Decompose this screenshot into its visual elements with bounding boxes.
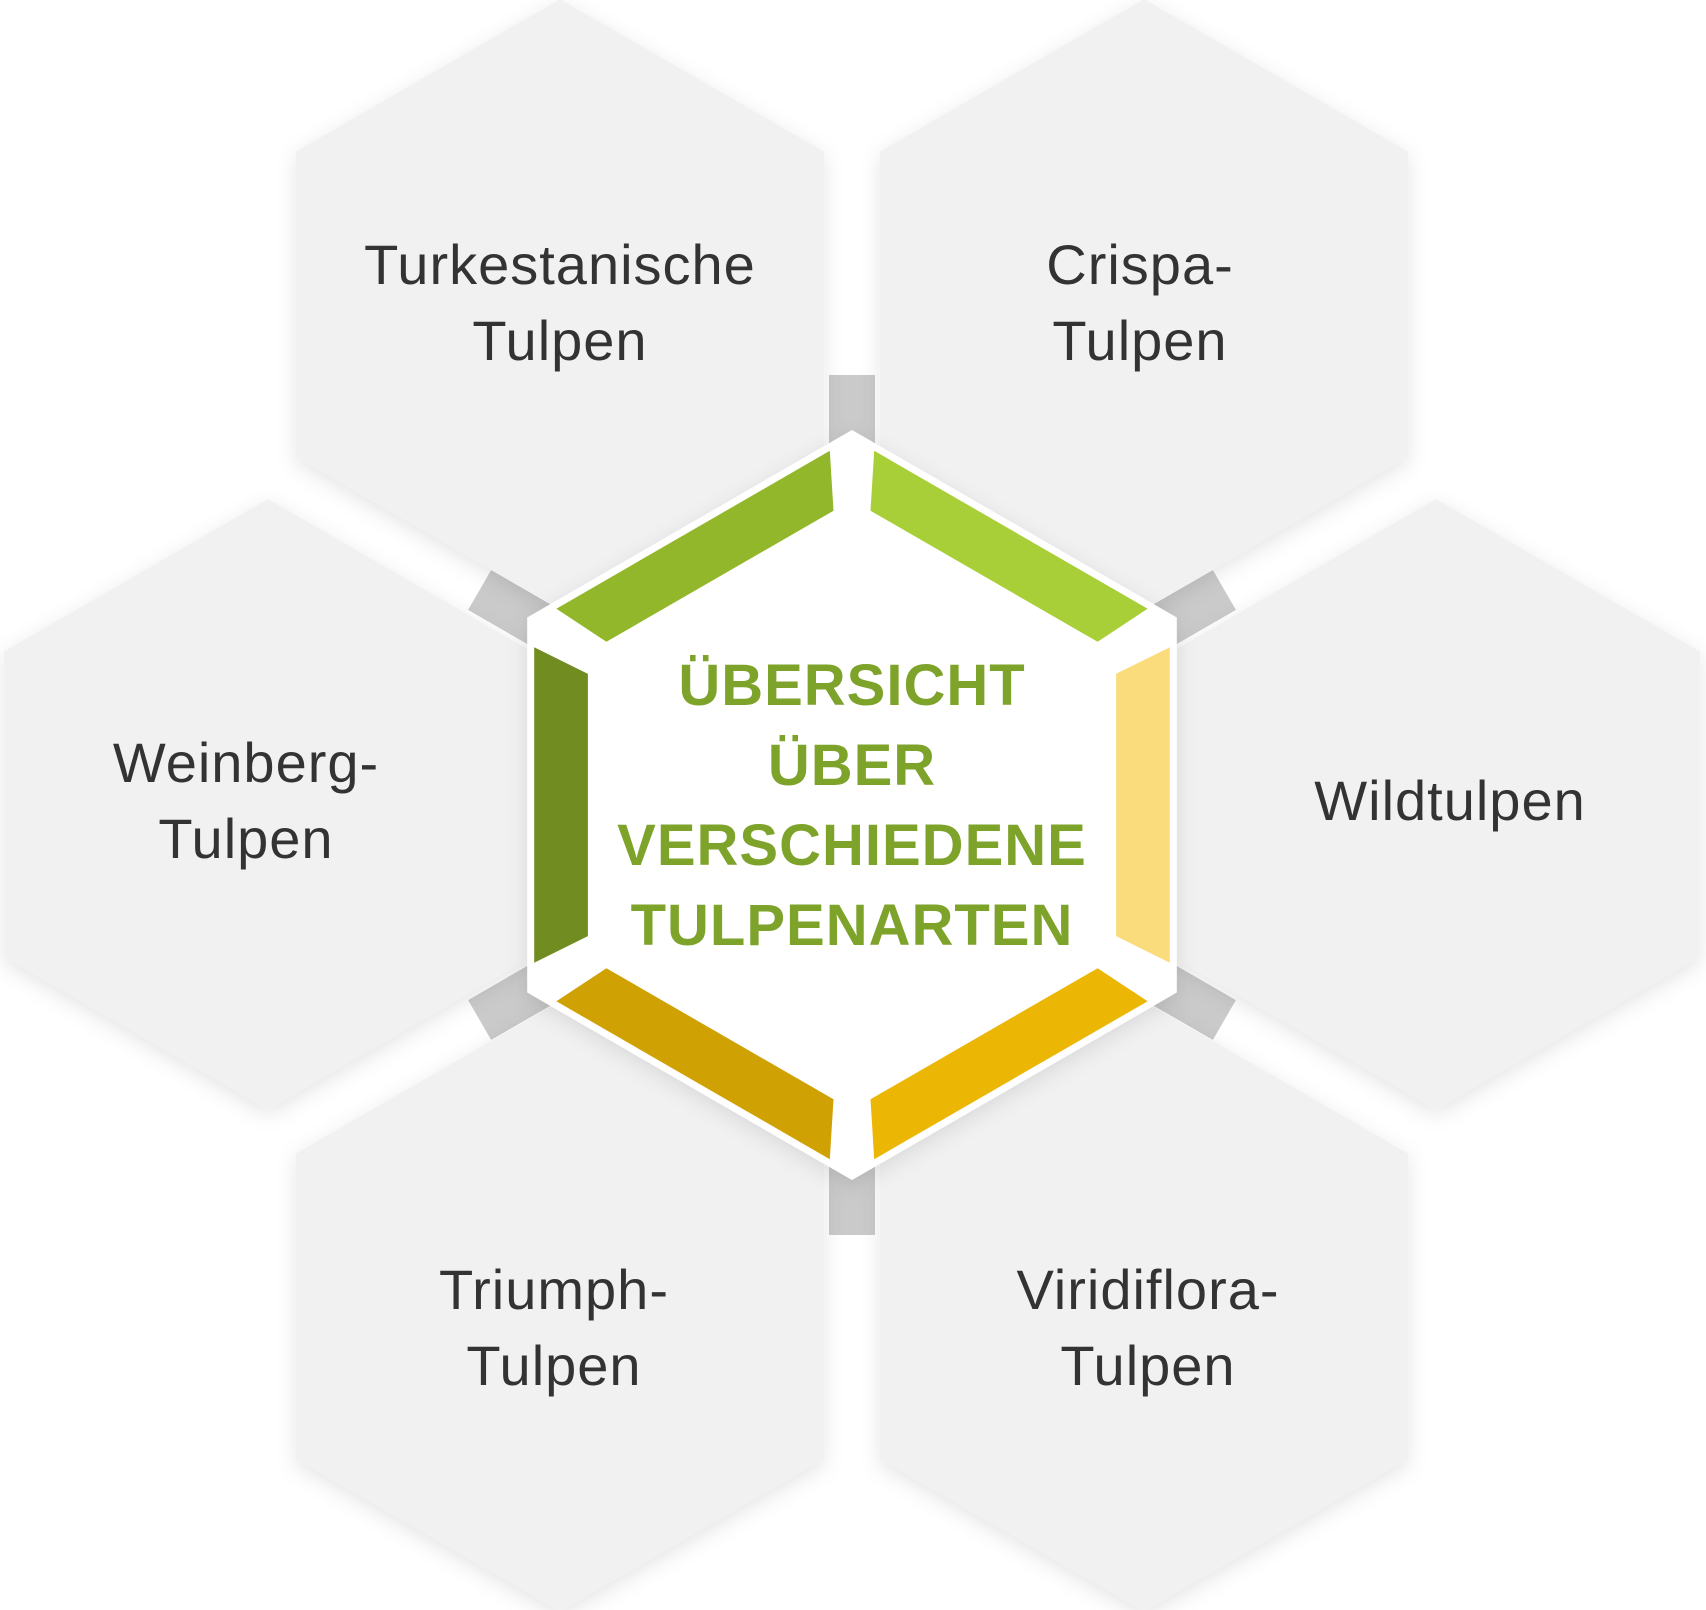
label-line: Triumph- [439, 1258, 669, 1321]
label-line: Wildtulpen [1314, 769, 1585, 832]
center-title-line: TULPENARTEN [631, 893, 1074, 958]
hexagon-wildtulpen [1171, 499, 1701, 1109]
accent-band-turkestanische [556, 450, 834, 642]
label-viridiflora: Viridiflora- Tulpen [1016, 1258, 1279, 1397]
label-line: Weinberg- [113, 731, 379, 794]
label-wildtulpen: Wildtulpen [1314, 769, 1585, 832]
label-layer: ÜBERSICHT ÜBER VERSCHIEDENE TULPENARTEN Turk… [113, 233, 1585, 1397]
label-line: Tulpen [1052, 309, 1227, 372]
label-triumph: Triumph- Tulpen [439, 1258, 669, 1397]
label-line: Tulpen [158, 807, 333, 870]
label-line: Tulpen [466, 1334, 641, 1397]
label-line: Viridiflora- [1016, 1258, 1279, 1321]
label-weinberg: Weinberg- Tulpen [113, 731, 379, 870]
hexagon-weinberg [3, 499, 533, 1109]
center-title-line: VERSCHIEDENE [617, 813, 1087, 878]
hexagon-viridiflora [879, 1001, 1409, 1610]
accent-band-crispa [870, 450, 1148, 642]
center-hexagon-inner [591, 504, 1113, 1106]
accent-band-wildtulpen [1116, 647, 1170, 963]
hexagon-crispa [879, 0, 1409, 609]
accent-band-viridiflora [870, 968, 1148, 1160]
label-line: Crispa- [1046, 233, 1233, 296]
label-crispa: Crispa- Tulpen [1046, 233, 1233, 372]
label-line: Tulpen [472, 309, 647, 372]
label-line: Tulpen [1060, 1334, 1235, 1397]
center-hexagon-layer [527, 430, 1177, 1180]
hexagon-turkestanische [295, 0, 825, 609]
center-title-line: ÜBER [768, 733, 936, 798]
hexagon-triumph [295, 1001, 825, 1610]
center-title-line: ÜBERSICHT [678, 653, 1025, 718]
accent-band-triumph [556, 968, 834, 1160]
label-line: Turkestanische [364, 233, 756, 296]
accent-band-weinberg [534, 647, 588, 963]
outer-hexagon-layer [3, 0, 1701, 1610]
center-title: ÜBERSICHT ÜBER VERSCHIEDENE TULPENARTEN [617, 653, 1087, 958]
